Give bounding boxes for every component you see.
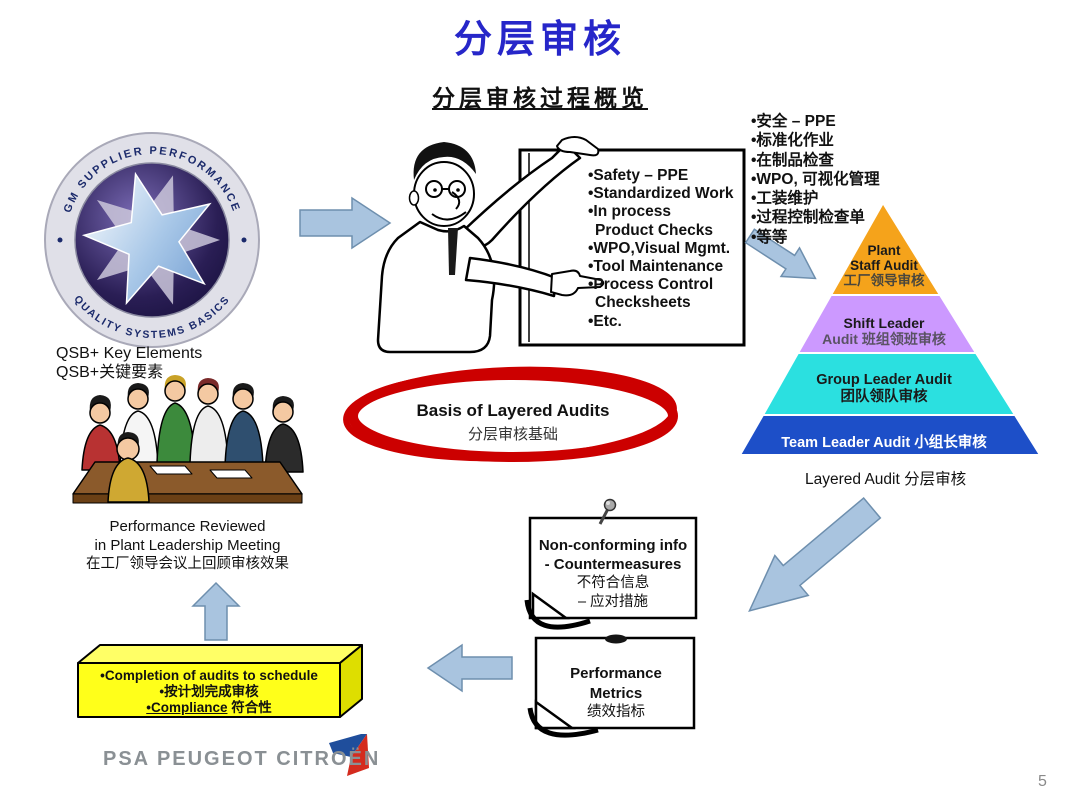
meeting-table — [72, 461, 303, 495]
checklist-item: •Standardized Work — [588, 185, 734, 203]
checklist-item: •Process Control — [588, 276, 714, 294]
chinese-checklist: •安全 – PPE •标准化作业 •在制品检查 •WPO, 可视化管理 •工装维… — [751, 112, 880, 247]
arrow-left-icon — [426, 643, 513, 693]
checklist-item: •WPO,Visual Mgmt. — [588, 239, 731, 257]
pyramid-label-plant: Plant Staff Audit 工厂领导审核 — [843, 243, 925, 288]
checklist-item: •标准化作业 — [751, 132, 834, 150]
note-metrics-paper — [527, 634, 696, 738]
checklist-item: •等等 — [751, 228, 788, 246]
checklist-item: •工装维护 — [751, 190, 819, 208]
meeting-caption: Performance Reviewed in Plant Leadership… — [86, 518, 289, 572]
gripping-hand-icon — [556, 136, 600, 157]
page-title: 分层审核 — [453, 19, 626, 61]
qsb-caption-en: QSB+ Key Elements — [56, 345, 203, 362]
checklist-item: •在制品检查 — [751, 151, 834, 169]
qsb-caption: QSB+ Key Elements QSB+关键要素 — [56, 344, 202, 382]
clip-icon — [605, 634, 627, 644]
note-nonconforming-paper — [524, 498, 698, 630]
page-subtitle: 分层审核过程概览 — [432, 85, 648, 111]
checklist-item: •Etc. — [588, 312, 622, 330]
page-number: 5 — [1038, 773, 1047, 790]
arrow-down-right-icon — [744, 228, 817, 280]
pyramid-label-group: Group Leader Audit 团队领队审核 — [816, 372, 952, 405]
logo-star-icon — [81, 171, 221, 306]
compliance-label: •Compliance — [146, 700, 228, 715]
footer-brand: PSA PEUGEOT CITROËN — [103, 748, 381, 770]
checklist-item: •过程控制检查单 — [751, 209, 865, 227]
pyramid-caption: Layered Audit 分层审核 — [805, 471, 967, 488]
schedule-box-3d — [77, 644, 363, 718]
qsb-medallion-logo: GM SUPPLIER PERFORMANCE QUALITY SYSTEMS … — [44, 132, 260, 348]
meeting-illustration — [72, 375, 304, 504]
basis-ellipse-ring — [343, 366, 678, 462]
checklist-item: Checksheets — [595, 294, 691, 312]
arrow-right-icon — [299, 196, 392, 250]
note-metrics-text: Performance Metrics 绩效指标 — [570, 665, 662, 720]
page-curl-icon — [531, 591, 570, 620]
psa-logo-mark-icon — [329, 734, 369, 776]
checklist-item: •Safety – PPE — [588, 167, 689, 184]
checklist-item: •In process — [588, 203, 671, 221]
audit-pyramid — [738, 201, 1042, 456]
pushpin-icon — [598, 498, 617, 525]
checklist-item: •安全 – PPE — [751, 113, 836, 130]
whiteboard-checklist: •Safety – PPE •Standardized Work •In pro… — [588, 167, 748, 331]
checklist-item: •WPO, 可视化管理 — [751, 170, 880, 188]
pyramid-label-team: Team Leader Audit 小组长审核 — [781, 435, 987, 451]
checklist-item: Product Checks — [595, 221, 714, 239]
basis-ellipse-text: Basis of Layered Audits 分层审核基础 — [416, 401, 610, 443]
qsb-caption-cn: QSB+关键要素 — [56, 364, 164, 381]
note-nonconforming-text: Non-conforming info - Countermeasures 不符… — [538, 537, 688, 610]
pointing-hand-icon — [550, 269, 605, 297]
pyramid-label-shift: Shift Leader Audit 班组领班审核 — [822, 315, 946, 347]
checklist-item: •Tool Maintenance — [588, 258, 724, 276]
schedule-box-text: •Completion of audits to schedule •按计划完成… — [100, 668, 318, 715]
arrow-down-left-icon — [748, 496, 882, 612]
cartoon-presenter — [376, 136, 605, 354]
pyramid-layer-team — [738, 414, 1042, 456]
arrow-up-icon — [191, 581, 241, 641]
page-curl-icon — [534, 699, 576, 730]
